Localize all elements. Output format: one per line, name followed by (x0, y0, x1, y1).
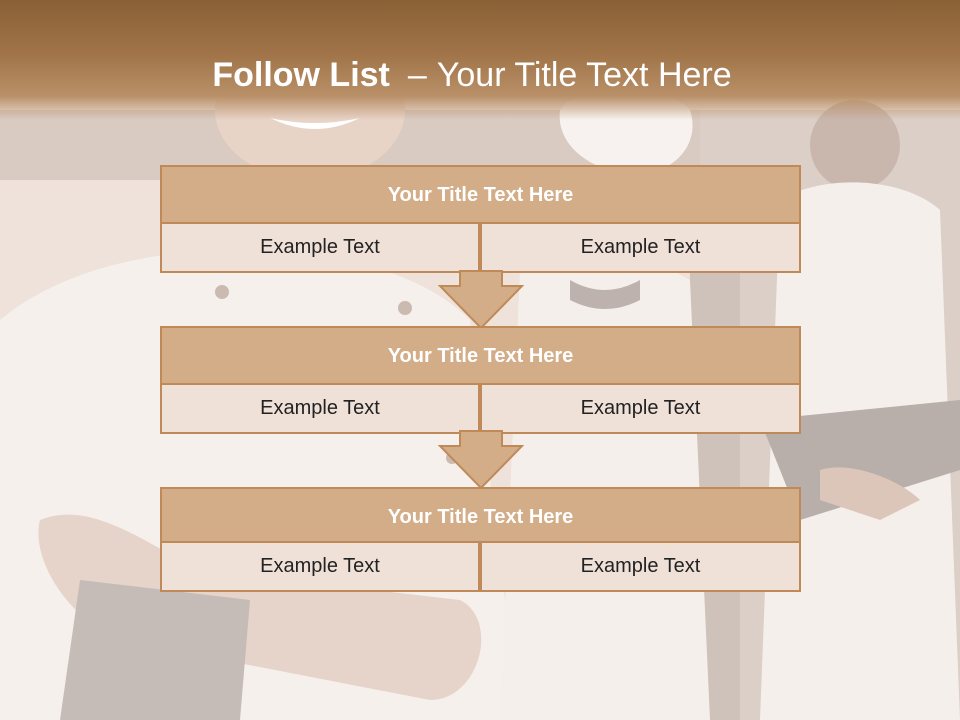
flow-block-2: Your Title Text Here Example Text Exampl… (160, 326, 801, 434)
slide-title: Follow List–Your Title Text Here (0, 56, 944, 95)
flow-block-right-cell: Example Text (480, 541, 801, 592)
flow-block-left-cell: Example Text (160, 541, 480, 592)
flow-block-title: Your Title Text Here (160, 487, 801, 547)
slide-title-bold: Follow List (212, 56, 390, 94)
flow-block-title: Your Title Text Here (160, 326, 801, 386)
flow-block-3: Your Title Text Here Example Text Exampl… (160, 487, 801, 593)
flow-block-left-cell: Example Text (160, 222, 480, 273)
slide-title-rest: Your Title Text Here (436, 56, 732, 94)
flow-block-left-cell: Example Text (160, 383, 480, 434)
flow-block-title: Your Title Text Here (160, 165, 801, 225)
flow-block-right-cell: Example Text (480, 222, 801, 273)
flow-block-right-cell: Example Text (480, 383, 801, 434)
header-band (0, 0, 960, 120)
flow-block-1: Your Title Text Here Example Text Exampl… (160, 165, 801, 273)
down-arrow-icon (438, 270, 524, 330)
down-arrow-icon (438, 430, 524, 490)
slide-title-dash: – (407, 56, 427, 94)
